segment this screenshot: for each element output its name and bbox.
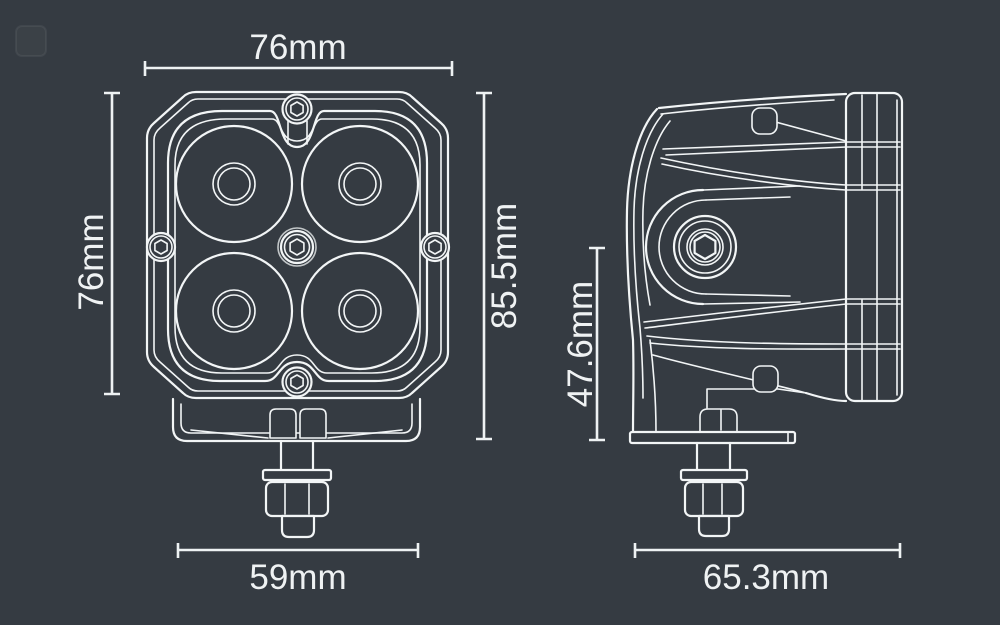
dimension-label: 65.3mm — [703, 558, 829, 597]
pivot-boss-lines — [702, 185, 801, 305]
rear-panel — [844, 91, 904, 403]
lens — [174, 124, 294, 244]
dimension-front-total-height: 85.5mm — [476, 91, 524, 441]
watermark-mark — [15, 25, 47, 57]
bracket-knuckle — [699, 408, 738, 433]
bolt-washer — [261, 468, 333, 482]
bottom-contour — [804, 391, 848, 403]
top-edge — [657, 92, 848, 110]
lens-face-inner — [174, 118, 421, 374]
top-edge-inner — [660, 99, 835, 115]
dimension-line — [143, 61, 454, 76]
pivot-hex-bolt — [672, 214, 738, 280]
dimension-front-bracket-width: 59mm — [176, 543, 420, 597]
underside-step — [706, 388, 807, 409]
dimension-annotations: 76mm 76mm 85.5mm 59mm 47.6mm 65.3mm — [72, 28, 902, 597]
bolt-washer — [679, 468, 749, 482]
bolt-stud — [279, 439, 315, 472]
housing-outer-outline — [145, 90, 450, 400]
bolt-nut-facets — [284, 483, 310, 515]
dimension-line — [476, 91, 492, 441]
upper-facet-pair-2 — [660, 157, 901, 191]
front-face-curves — [625, 107, 671, 434]
bracket-plate — [628, 430, 797, 445]
dimension-side-height: 47.6mm — [561, 246, 605, 442]
hex-screw-right — [419, 231, 451, 263]
top-screw-boss-side — [751, 107, 778, 135]
pivot-boss-inner-arc — [658, 199, 707, 295]
pivot-nut-left-facet — [269, 408, 297, 439]
dimension-label: 59mm — [249, 558, 346, 597]
dimension-line — [589, 246, 605, 442]
lower-facet-pair — [643, 298, 901, 329]
lens — [174, 251, 294, 371]
top-screw-boss — [287, 120, 308, 145]
bolt-hex-nut — [683, 480, 745, 518]
bolt-end — [280, 514, 316, 539]
dimension-front-height: 76mm — [72, 91, 120, 396]
hex-screw-top — [281, 93, 313, 125]
hex-screw-bottom — [281, 366, 313, 398]
hex-screw-left — [145, 231, 177, 263]
dimension-label: 47.6mm — [561, 281, 600, 407]
rear-panel-fin-lines — [861, 93, 878, 401]
body-facet-lines — [643, 116, 901, 409]
bracket-outline — [171, 397, 422, 443]
lens-face-outer — [166, 109, 429, 383]
pivot-nut-right-facet — [299, 408, 327, 439]
rear-panel-outline — [844, 91, 904, 403]
lens — [300, 124, 420, 244]
dimension-front-width: 76mm — [143, 28, 454, 76]
dimension-line — [176, 543, 420, 558]
side-view — [625, 91, 904, 538]
upper-facet-pair — [662, 141, 901, 156]
bolt-end — [697, 514, 731, 538]
dimension-side-depth: 65.3mm — [633, 543, 902, 597]
front-bracket-and-bolt — [171, 397, 422, 539]
hex-screw-center — [277, 227, 317, 267]
dimension-label: 85.5mm — [485, 203, 524, 329]
led-lens-array — [174, 124, 420, 371]
dimension-label: 76mm — [72, 213, 111, 310]
lower-facet-pair-2 — [646, 335, 901, 350]
bolt-hex-nut — [264, 480, 330, 518]
pivot-boss-outer-arc — [644, 188, 705, 306]
bolt-stud — [695, 441, 732, 472]
dimension-line — [633, 543, 902, 558]
bracket-arm-lines — [190, 429, 403, 439]
side-bracket-and-bolt — [628, 408, 797, 538]
bolt-nut-facets — [702, 483, 723, 515]
underside-slant — [652, 354, 807, 394]
dimension-label: 76mm — [249, 28, 346, 67]
dimension-line — [104, 91, 120, 396]
bottom-screw-boss-side — [752, 365, 779, 393]
front-view — [145, 90, 451, 539]
lens — [300, 251, 420, 371]
housing-inner-outline — [153, 98, 442, 392]
